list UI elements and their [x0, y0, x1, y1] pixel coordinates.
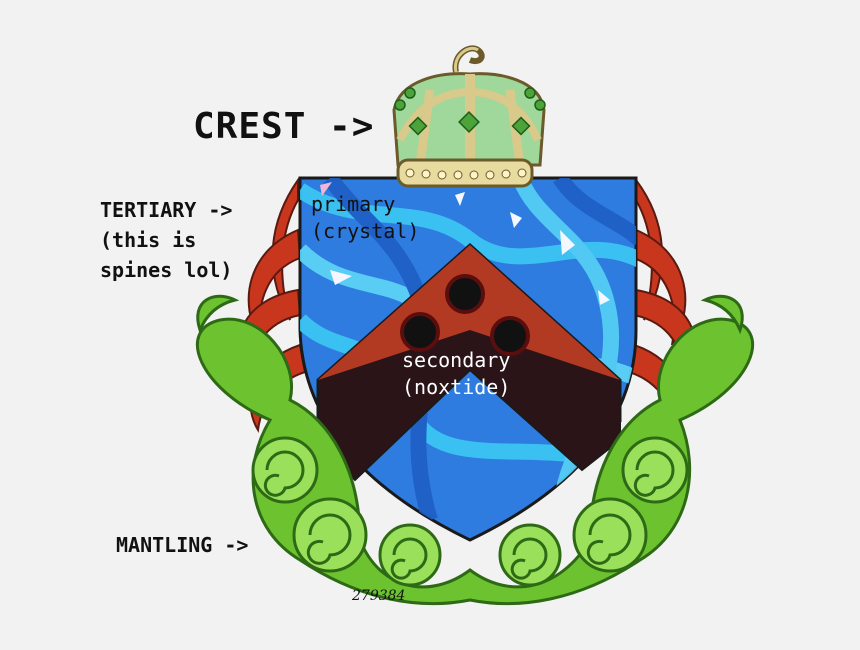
- secondary-label-line1: secondary: [402, 348, 511, 372]
- artist-signature: 279384: [352, 588, 406, 604]
- primary-label-line1: primary: [311, 192, 396, 216]
- chevron: [316, 242, 622, 482]
- tertiary-label-line1: TERTIARY ->: [100, 198, 233, 222]
- tertiary-label-line3: spines lol): [100, 258, 233, 282]
- crown: [392, 45, 546, 188]
- secondary-label-line2: (noxtide): [402, 375, 511, 399]
- primary-label-line2: (crystal): [311, 219, 420, 243]
- mantling-label: MANTLING ->: [116, 533, 249, 557]
- tertiary-label: TERTIARY -> (this is spines lol): [100, 195, 232, 285]
- crest-label: CREST ->: [193, 106, 375, 147]
- spines: [237, 176, 697, 433]
- mantling: [195, 294, 755, 606]
- secondary-label: secondary (noxtide): [402, 347, 510, 401]
- primary-label: primary (crystal): [311, 191, 419, 245]
- tertiary-label-line2: (this is: [100, 228, 197, 252]
